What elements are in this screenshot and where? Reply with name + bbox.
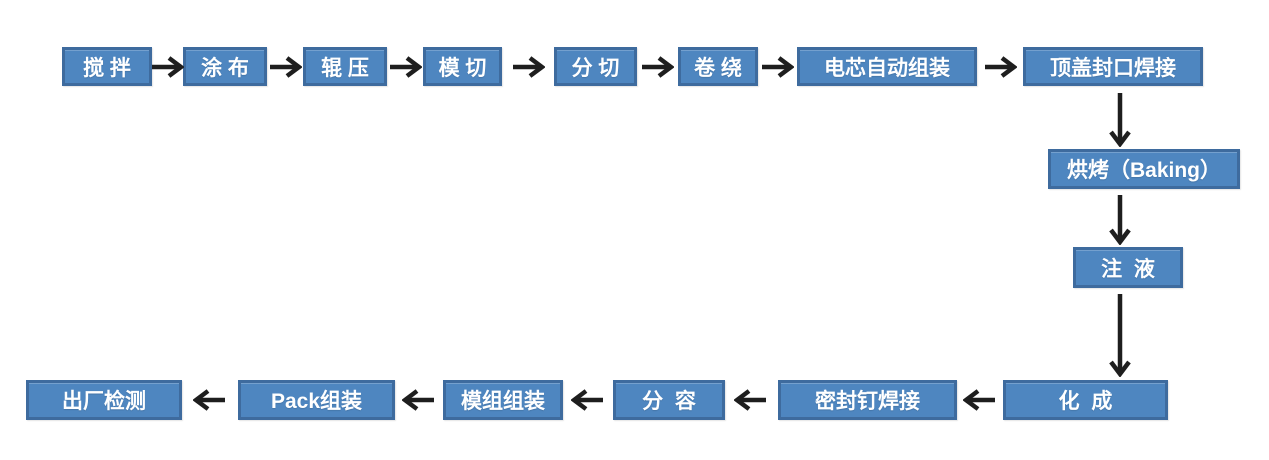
node-winding: 卷 绕 (678, 47, 758, 86)
arrow-right-icon (150, 54, 184, 80)
node-capacity-grading: 分 容 (613, 380, 725, 420)
node-slitting: 分 切 (554, 47, 637, 86)
arrow-right-icon (268, 54, 302, 80)
arrow-right-icon (388, 54, 422, 80)
arrow-down-icon (1107, 193, 1133, 245)
arrow-left-icon (193, 387, 227, 413)
arrow-left-icon (734, 387, 768, 413)
node-cell-auto-assembly: 电芯自动组装 (797, 47, 977, 86)
arrow-right-icon (640, 54, 674, 80)
node-baking: 烘烤（Baking） (1048, 149, 1240, 189)
node-module-assembly: 模组组装 (443, 380, 563, 420)
node-top-cap-seal-welding: 顶盖封口焊接 (1023, 47, 1203, 86)
arrow-left-icon (963, 387, 997, 413)
node-roll-pressing: 辊 压 (303, 47, 387, 86)
arrow-right-icon (511, 54, 545, 80)
node-coating: 涂 布 (183, 47, 267, 86)
node-final-inspection: 出厂检测 (26, 380, 182, 420)
arrow-right-icon (983, 54, 1017, 80)
node-mixing: 搅 拌 (62, 47, 152, 86)
node-formation: 化 成 (1003, 380, 1168, 420)
node-pack-assembly: Pack组装 (238, 380, 395, 420)
node-die-cutting: 模 切 (423, 47, 502, 86)
node-seal-pin-welding: 密封钉焊接 (778, 380, 957, 420)
arrow-left-icon (571, 387, 605, 413)
arrow-right-icon (760, 54, 794, 80)
arrow-down-icon (1107, 91, 1133, 147)
arrow-left-icon (402, 387, 436, 413)
node-electrolyte-filling: 注 液 (1073, 247, 1183, 288)
arrow-down-icon (1107, 292, 1133, 377)
